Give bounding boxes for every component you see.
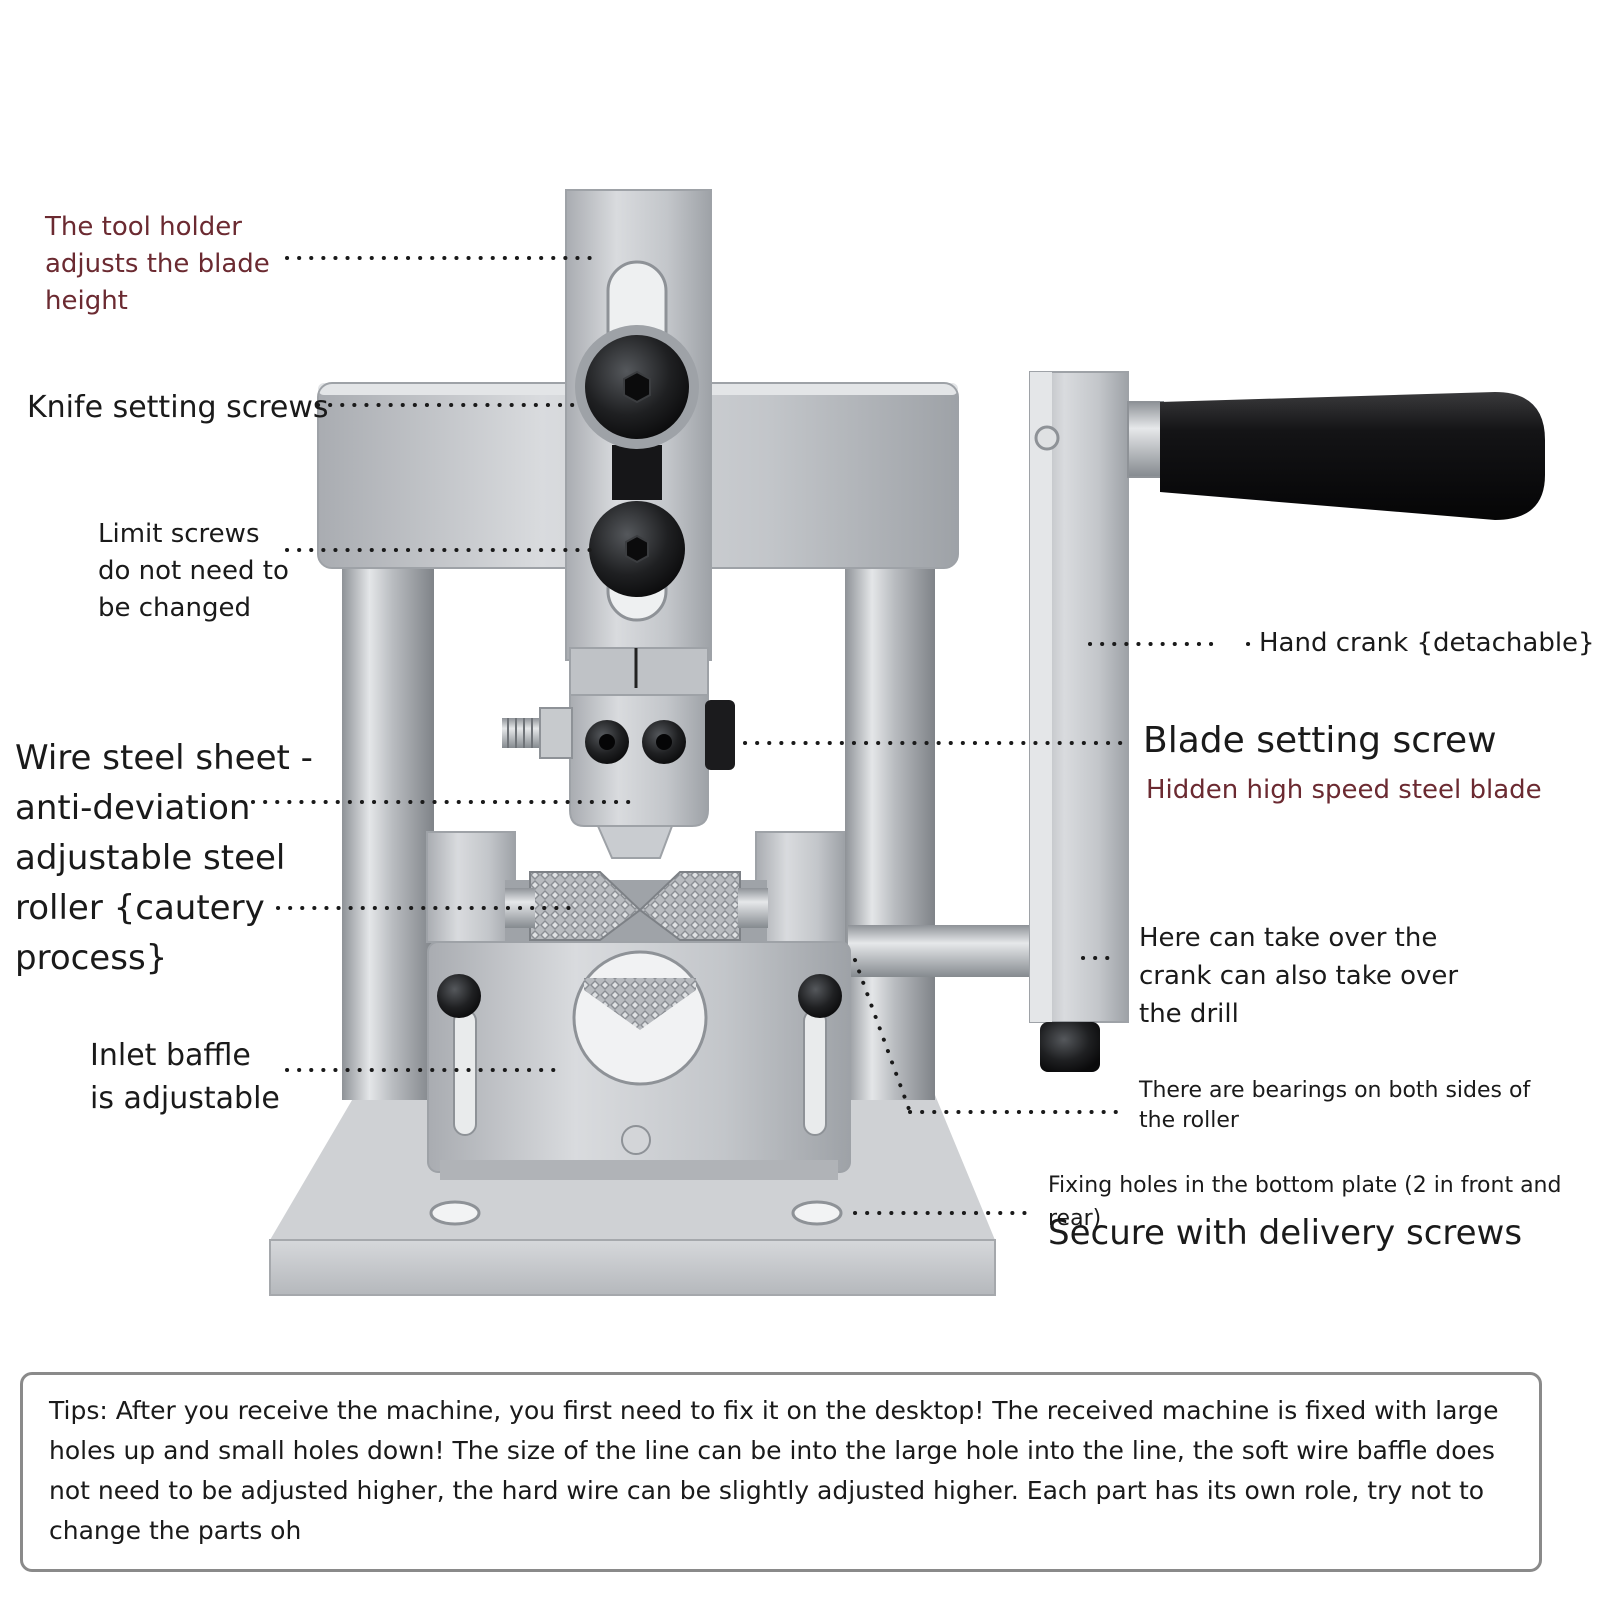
leader-lines bbox=[251, 256, 1252, 1215]
label-bearings: There are bearings on both sides of the … bbox=[1139, 1078, 1531, 1133]
steel-roller bbox=[505, 871, 768, 941]
crank-arm bbox=[1029, 371, 1129, 1072]
label-limit-screws: Limit screws do not need to be changed bbox=[98, 519, 289, 623]
knife-setting-bolt bbox=[575, 325, 699, 449]
label-blade-setting-screw: Blade setting screw bbox=[1143, 720, 1497, 761]
right-guide-rod bbox=[845, 560, 935, 1100]
tips-text: Tips: After you receive the machine, you… bbox=[49, 1396, 1499, 1545]
label-wire-steel-sheet: Wire steel sheet - anti-deviation adjust… bbox=[15, 738, 313, 978]
label-secure-screws: Secure with delivery screws bbox=[1048, 1213, 1523, 1253]
crank-handle bbox=[1127, 392, 1545, 520]
label-hand-crank: Hand crank {detachable} bbox=[1259, 628, 1595, 658]
tips-box: Tips: After you receive the machine, you… bbox=[20, 1372, 1542, 1572]
label-take-over: Here can take over the crank can also ta… bbox=[1139, 923, 1459, 1029]
drive-shaft bbox=[848, 925, 1053, 977]
inlet-baffle bbox=[427, 941, 851, 1180]
label-inlet-baffle: Inlet baffle is adjustable bbox=[90, 1038, 280, 1116]
blade-block bbox=[502, 647, 735, 859]
limit-screw-bolt bbox=[589, 501, 685, 597]
fixing-hole-left bbox=[429, 1200, 481, 1226]
label-tool-holder: The tool holder adjusts the blade height bbox=[45, 212, 270, 316]
fixing-hole-right bbox=[791, 1200, 843, 1226]
label-hidden-blade: Hidden high speed steel blade bbox=[1146, 775, 1542, 805]
label-fixing-holes: Fixing holes in the bottom plate (2 in f… bbox=[1048, 1173, 1562, 1231]
label-knife-setting-screws: Knife setting screws bbox=[27, 390, 329, 425]
left-guide-rod bbox=[342, 560, 434, 1100]
